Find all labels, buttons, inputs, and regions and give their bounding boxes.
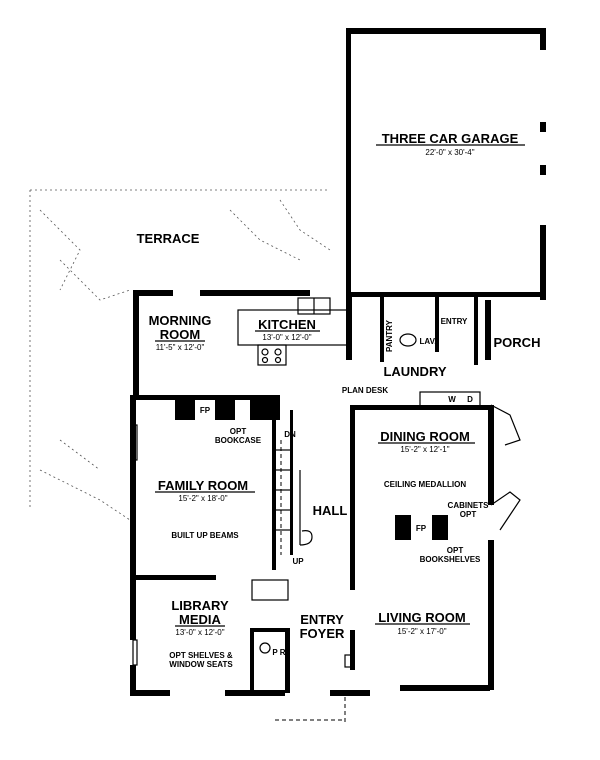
terrace-outline	[29, 189, 331, 521]
powder-room-note: P R	[272, 648, 285, 657]
living-room-size: 15'-2" x 17'-0"	[397, 627, 446, 636]
terrace-label: TERRACE	[137, 231, 200, 246]
opt-shelves-note-2: WINDOW SEATS	[169, 660, 233, 669]
staircase	[276, 440, 313, 555]
garage-size: 22'-0" x 30'-4"	[425, 148, 474, 157]
laundry-label: LAUNDRY	[383, 364, 446, 379]
foyer-label-2: FOYER	[300, 626, 345, 641]
lav-fixtures	[251, 333, 481, 654]
dryer-note: D	[467, 395, 473, 404]
dining-room-label: DINING ROOM	[380, 429, 470, 444]
dining-room-size: 15'-2" x 12'-1"	[400, 445, 449, 454]
entry-label: ENTRY	[441, 317, 468, 326]
living-room-label: LIVING ROOM	[378, 610, 465, 625]
stairs-up-note: UP	[292, 557, 304, 566]
opt-shelves-note-1: OPT SHELVES &	[169, 651, 233, 660]
fireplaces	[175, 398, 448, 540]
morning-room-label-1: MORNING	[149, 313, 212, 328]
garage-label: THREE CAR GARAGE	[382, 131, 519, 146]
pantry-label: PANTRY	[385, 319, 394, 352]
plan-desk-note: PLAN DESK	[342, 386, 388, 395]
library-label-1: LIBRARY	[171, 598, 229, 613]
bay-windows	[132, 404, 521, 666]
opt-bookshelves-note-2: BOOKSHELVES	[420, 555, 481, 564]
foyer-label-1: ENTRY	[300, 612, 344, 627]
kitchen-fixtures	[237, 297, 349, 366]
kitchen-size: 13'-0" x 12'-0"	[262, 333, 311, 342]
lav-label: LAV.	[420, 337, 437, 346]
morning-room-label-2: ROOM	[160, 327, 200, 342]
kitchen-label: KITCHEN	[258, 317, 316, 332]
cabinets-note-2: OPT	[460, 510, 477, 519]
stairs-dn-note: DN	[284, 430, 296, 439]
morning-room-size: 11'-5" x 12'-0"	[156, 343, 205, 352]
living-fp-note: FP	[416, 524, 427, 533]
family-room-label: FAMILY ROOM	[158, 478, 248, 493]
ceiling-medallion-note: CEILING MEDALLION	[384, 480, 466, 489]
garage-walls	[346, 28, 546, 300]
washer-note: W	[448, 395, 456, 404]
porch-label: PORCH	[494, 335, 541, 350]
entry-steps	[275, 654, 352, 725]
cabinets-note-1: CABINETS	[448, 501, 490, 510]
family-fp-note: FP	[200, 406, 211, 415]
library-size: 13'-0" x 12'-0"	[175, 628, 224, 637]
opt-bookcase-note-1: OPT	[230, 427, 247, 436]
opt-bookshelves-note-1: OPT	[447, 546, 464, 555]
library-label-2: MEDIA	[179, 612, 222, 627]
family-room-size: 15'-2" x 18'-0"	[178, 494, 227, 503]
interior-walls	[136, 292, 490, 693]
built-up-beams-note: BUILT UP BEAMS	[171, 531, 239, 540]
opt-bookcase-note-2: BOOKCASE	[215, 436, 262, 445]
hall-label: HALL	[313, 503, 348, 518]
